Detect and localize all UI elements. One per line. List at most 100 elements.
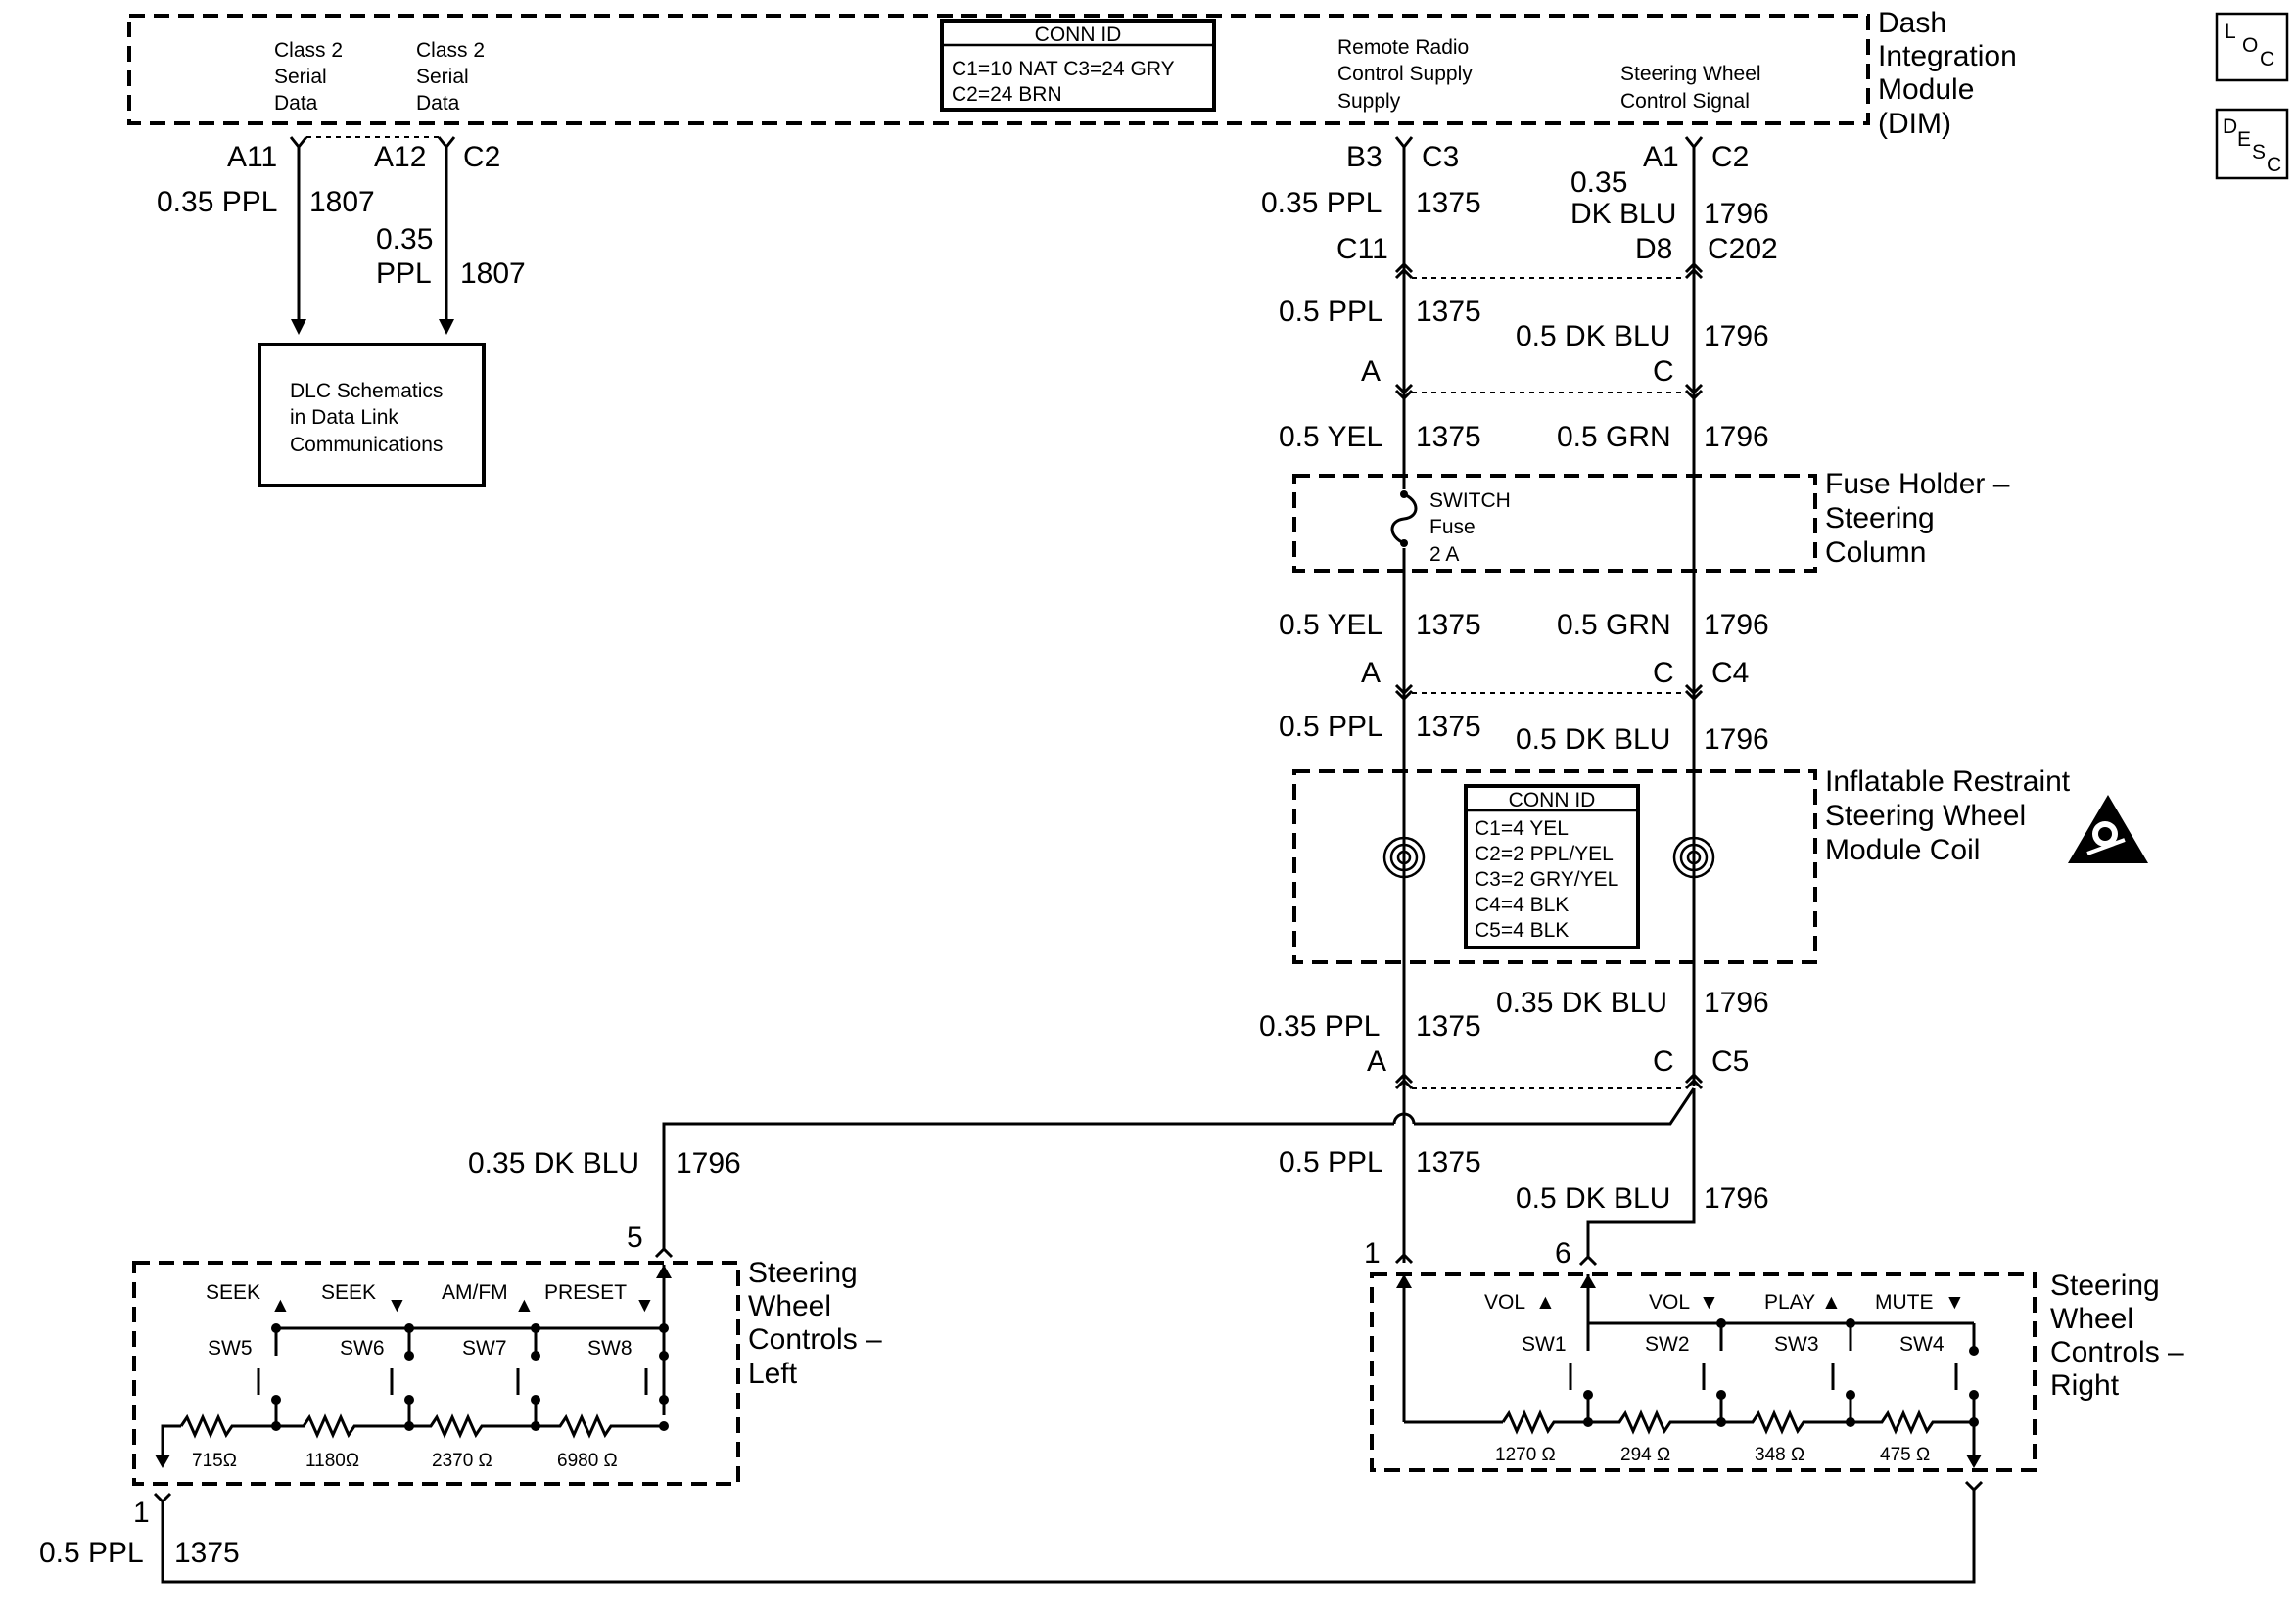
class2-b-line1: Class 2: [416, 39, 485, 62]
switch-sw7[interactable]: [516, 1323, 540, 1431]
pin-a1-bottom: [1394, 389, 1414, 401]
resistor-6980-symbol: [536, 1413, 664, 1439]
coil-name-line2: Steering Wheel: [1825, 800, 2026, 832]
switch-sw4[interactable]: [1954, 1323, 1979, 1427]
switch-sw5[interactable]: [257, 1323, 281, 1431]
dlc-box-outline: [258, 343, 486, 487]
d8-label: D8: [1635, 233, 1672, 265]
left-sw5-label: SW5: [208, 1337, 253, 1360]
wire-1796-top-gauge-line1: 0.35: [1570, 166, 1627, 199]
connector-c-2-label: C: [1653, 657, 1674, 689]
loc-icon[interactable]: L O C: [2215, 12, 2289, 82]
dim-name-line3: Module: [1878, 73, 1974, 106]
wire-1796-coil-circuit: 1796: [1704, 987, 1769, 1019]
class2-wires: [291, 147, 454, 335]
wire-1375-top-circuit: 1375: [1416, 187, 1481, 219]
fuse-holder: SWITCH Fuse 2 A: [1292, 474, 1817, 573]
left-resistor1-value: 715Ω: [192, 1451, 237, 1471]
left-resistor-chain: [179, 1413, 664, 1439]
steering-wheel-controls-right: VOL ▲ VOL ▼ PLAY ▲ MUTE ▼ SW1 SW2 SW3 SW…: [1370, 1272, 2037, 1472]
resistor-715-symbol: [179, 1413, 276, 1439]
dim-conn-id-line2: C2=24 BRN: [952, 83, 1062, 106]
resistor-348-symbol: [1721, 1409, 1851, 1435]
resistor-475-symbol: [1851, 1409, 1974, 1435]
dim-module-outline: [127, 14, 1870, 125]
fuse-holder-name-line1: Fuse Holder –: [1825, 468, 2010, 500]
right-resistor-chain: [1501, 1409, 1974, 1435]
d8-pin-bottom: [1684, 267, 1704, 280]
right-sw4-label: SW4: [1899, 1333, 1945, 1356]
dim-conn-id-box: [940, 19, 1216, 112]
desc-icon[interactable]: D E S C: [2215, 108, 2289, 180]
coil-conn-id-line2: C2=2 PPL/YEL: [1475, 843, 1614, 865]
wire-1796-grn-a-gauge: 0.5 GRN: [1557, 421, 1671, 453]
left-controls-name-line2: Wheel: [748, 1290, 831, 1322]
wire-1796-c5-gauge: 0.5 DK BLU: [1516, 1182, 1670, 1215]
fuse-symbol: [1390, 492, 1418, 545]
connector-c5: [1394, 1072, 1704, 1090]
switch-sw1[interactable]: [1569, 1323, 1593, 1427]
left-controls-name-line4: Left: [748, 1358, 798, 1390]
connector-c5-label: C5: [1711, 1045, 1749, 1078]
right-controls-name-line4: Right: [2050, 1369, 2120, 1402]
wire-1796-c4-circuit: 1796: [1704, 723, 1769, 756]
connector-a-3-label: A: [1367, 1045, 1386, 1078]
dim-module: Dash Integration Module (DIM) Class 2 Se…: [127, 7, 2017, 140]
right-resistor4-value: 475 Ω: [1880, 1445, 1930, 1465]
pin-c3-top: [1684, 1072, 1704, 1085]
dlc-schematics-box: DLC Schematics in Data Link Communicatio…: [258, 343, 486, 487]
resistor-1270-symbol: [1501, 1409, 1588, 1435]
switch-sw6[interactable]: [390, 1323, 414, 1431]
coil-spiral-right-icon: [1672, 836, 1715, 879]
wire-1375-yel-b-gauge: 0.5 YEL: [1279, 609, 1382, 641]
svg-text:L: L: [2225, 21, 2236, 43]
wire-1375-coil-circuit: 1375: [1416, 1010, 1481, 1042]
right-pin6-label: 6: [1555, 1237, 1571, 1270]
dlc-line3: Communications: [290, 434, 443, 456]
connector-a-1-label: A: [1361, 355, 1381, 388]
left-resistor2-value: 1180Ω: [305, 1451, 359, 1471]
wire-1796-branch-left-top: [1414, 1087, 1696, 1126]
right-sw1-label: SW1: [1522, 1333, 1567, 1356]
wire-1375-yel-a-circuit: 1375: [1416, 421, 1481, 453]
left-resistor4-value: 6980 Ω: [557, 1451, 618, 1471]
wire-1807-b-arrow: [439, 319, 454, 335]
inflatable-restraint-coil: CONN ID C1=4 YEL C2=2 PPL/YEL C3=2 GRY/Y…: [1292, 769, 1817, 964]
left-output-arrow: [155, 1455, 170, 1468]
fuse-holder-name-line2: Steering: [1825, 502, 1935, 534]
pin-c2-top: [1684, 683, 1704, 696]
wire-1796-grn-a-circuit: 1796: [1704, 421, 1769, 453]
left-btn1-label: SEEK: [206, 1281, 260, 1304]
wire-1807-b-gauge-line1: 0.35: [376, 223, 433, 255]
pin-a12-symbol: [437, 136, 456, 150]
control-input-pins: [654, 1246, 1598, 1267]
c202-label: C202: [1708, 233, 1778, 265]
wire-1796-left-gauge: 0.35 DK BLU: [468, 1147, 639, 1179]
right-resistor1-value: 1270 Ω: [1495, 1445, 1556, 1465]
pin-a1-symbol: [1684, 136, 1704, 150]
class2-b-line3: Data: [416, 92, 460, 115]
resistor-2370-symbol: [409, 1413, 536, 1439]
pin-c2-bottom: [1684, 689, 1704, 702]
wire-1796-c202-circuit: 1796: [1704, 320, 1769, 352]
airbag-warning-icon: [2068, 795, 2148, 863]
bottom-return-wire: [153, 1480, 1984, 1584]
wire-1796-branch-left: [662, 1122, 1394, 1249]
fuse-holder-name-line3: Column: [1825, 536, 1926, 569]
switch-sw3[interactable]: [1831, 1318, 1855, 1427]
left-controls-name-line3: Controls –: [748, 1323, 882, 1356]
fuse-line1: SWITCH: [1429, 489, 1511, 512]
right-btn4-arrow-icon: ▼: [1945, 1291, 1965, 1314]
class2-b-line2: Serial: [416, 66, 469, 88]
left-pin5-label: 5: [627, 1222, 643, 1254]
switch-sw2[interactable]: [1702, 1318, 1726, 1427]
wire-1796-c5-circuit: 1796: [1704, 1182, 1769, 1215]
switch-sw8[interactable]: [644, 1323, 669, 1431]
remote-radio-line3: Supply: [1337, 90, 1401, 113]
svg-text:S: S: [2252, 141, 2266, 163]
wire-1375-yel-a-gauge: 0.5 YEL: [1279, 421, 1382, 453]
wire-1375-top-gauge: 0.35 PPL: [1261, 187, 1382, 219]
wire-1375-c4-gauge: 0.5 PPL: [1279, 711, 1383, 743]
pin-a1-label: A1: [1643, 141, 1679, 173]
